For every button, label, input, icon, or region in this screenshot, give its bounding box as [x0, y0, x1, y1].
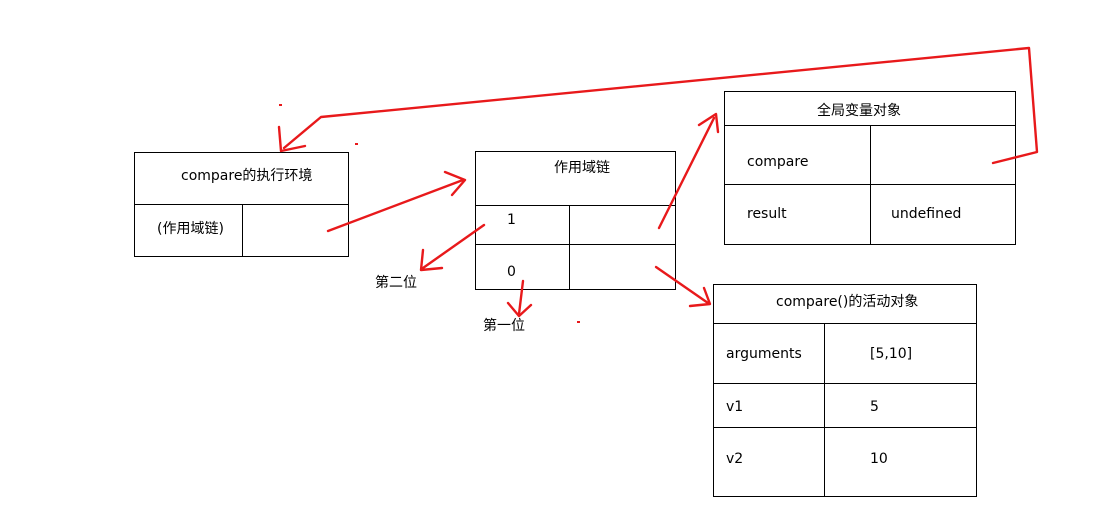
scope-chain-title: 作用域链	[554, 160, 610, 176]
scope-chain-box: 作用域链 1 0	[475, 151, 676, 290]
global-object-row-value: undefined	[891, 206, 962, 222]
global-object-title: 全局变量对象	[817, 103, 901, 119]
global-object-row-name: result	[747, 206, 787, 222]
activation-object-box: compare()的活动对象 arguments [5,10] v1 5 v2 …	[713, 284, 977, 497]
global-object-row-name: compare	[747, 154, 809, 170]
arrowhead-compare-to-exec	[277, 125, 307, 153]
activation-object-title: compare()的活动对象	[776, 294, 919, 310]
arrowhead-first	[506, 301, 533, 318]
exec-context-scope-label: (作用域链)	[157, 221, 224, 237]
arrowhead-second	[419, 248, 444, 272]
stray-dot	[279, 104, 282, 106]
activation-object-col-divider	[824, 323, 825, 496]
scope-chain-col-divider	[569, 205, 570, 289]
scope-chain-divider-2	[476, 244, 675, 245]
exec-context-title: compare的执行环境	[181, 168, 313, 184]
exec-context-col-divider	[242, 204, 243, 256]
scope-chain-row-index: 1	[507, 212, 516, 228]
scope-chain-divider-1	[476, 205, 675, 206]
stray-dot	[577, 321, 580, 323]
annotation-first: 第一位	[483, 318, 525, 334]
exec-context-divider	[135, 204, 348, 205]
activation-object-row-name: v1	[726, 399, 744, 415]
activation-object-row-name: arguments	[726, 346, 802, 362]
activation-object-row-value: [5,10]	[870, 346, 913, 362]
stray-dot	[355, 143, 358, 145]
global-object-col-divider	[870, 125, 871, 244]
activation-object-row-value: 10	[870, 451, 888, 467]
arrowhead-scope1-to-global	[697, 112, 720, 134]
arrowhead-exec-to-scope	[443, 170, 467, 197]
activation-object-row-name: v2	[726, 451, 744, 467]
global-object-box: 全局变量对象 compare result undefined	[724, 91, 1016, 245]
activation-object-divider-1	[714, 323, 976, 324]
annotation-second: 第二位	[375, 275, 417, 291]
arrowhead-scope0-to-activation	[688, 286, 712, 308]
activation-object-row-value: 5	[870, 399, 879, 415]
exec-context-box: compare的执行环境 (作用域链)	[134, 152, 349, 257]
activation-object-divider-3	[714, 427, 976, 428]
scope-chain-row-index: 0	[507, 264, 516, 280]
activation-object-divider-2	[714, 383, 976, 384]
